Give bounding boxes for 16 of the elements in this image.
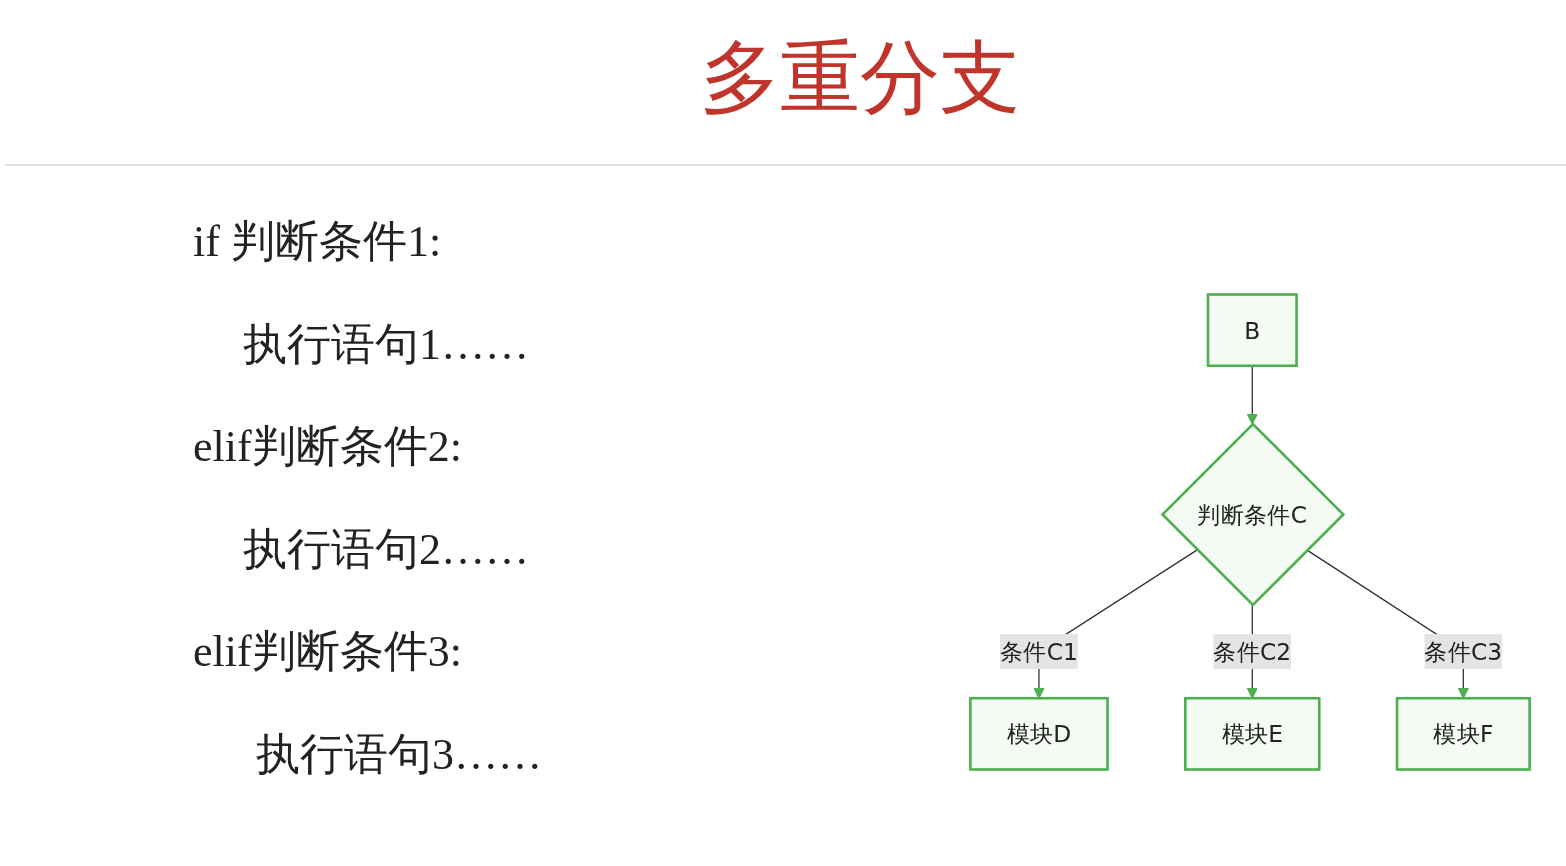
code-line: 执行语句2…… [243, 524, 529, 576]
code-line: 执行语句3…… [256, 729, 542, 781]
node-box: 模块F [1395, 696, 1531, 771]
node-box: B [1206, 293, 1298, 368]
node-box: 模块D [969, 696, 1109, 771]
node-diamond: 判断条件C [1160, 422, 1346, 607]
code-line: elif判断条件3: [193, 626, 462, 678]
edge-label: 条件C2 [1213, 637, 1292, 666]
node-box: 模块E [1184, 696, 1321, 771]
arrow [1246, 365, 1258, 425]
slide-title: 多重分支 [700, 33, 1020, 124]
edge-label: 条件C3 [1424, 637, 1503, 666]
code-line: elif判断条件2: [193, 421, 462, 473]
code-line: if 判断条件1: [193, 216, 442, 268]
code-line: 执行语句1…… [243, 319, 529, 371]
edge-label: 条件C1 [1000, 637, 1078, 666]
